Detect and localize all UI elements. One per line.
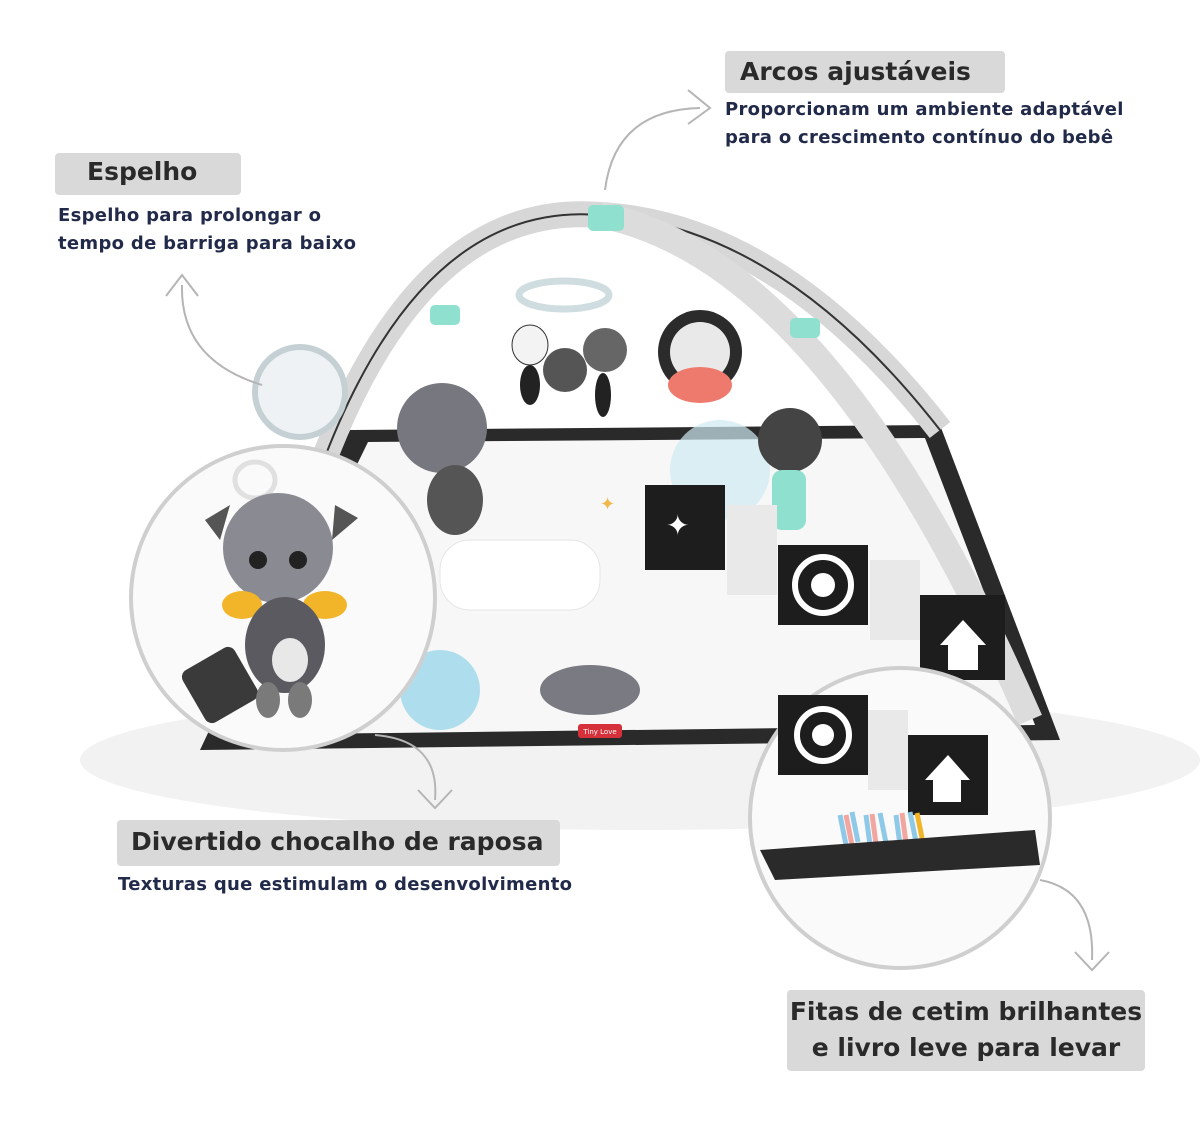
mirror-toy: [252, 344, 348, 440]
arrow-espelho: [180, 284, 263, 386]
espelho-description: Espelho para prolongar o tempo de barrig…: [58, 202, 356, 258]
mat-blue-shape: [400, 650, 480, 730]
mat-sleeping-animal: [540, 665, 640, 715]
arch-clip: [588, 205, 624, 231]
arrow-arcos: [604, 107, 701, 191]
mat-cloud: [439, 539, 601, 611]
panda-body: [772, 470, 806, 530]
raposa-title: Divertido chocalho de raposa: [117, 820, 560, 866]
raposa-desc-line1: Texturas que estimulam o desenvolvimento: [118, 874, 573, 895]
arrow-arcos-head: [687, 89, 712, 125]
arcos-title: Arcos ajustáveis: [725, 51, 1005, 93]
arch-clip-2: [430, 305, 460, 325]
arrow-raposa-head: [417, 789, 453, 810]
espelho-title: Espelho: [55, 153, 241, 195]
espelho-desc-line2: tempo de barriga para baixo: [58, 233, 357, 254]
fitas-title: Fitas de cetim brilhantes e livro leve p…: [787, 990, 1145, 1071]
fox-toy: [397, 383, 487, 473]
fitas-title-line2: e livro leve para levar: [811, 1033, 1121, 1062]
mobile-star: [511, 324, 549, 366]
arcos-description: Proporcionam um ambiente adaptável para …: [725, 96, 1124, 152]
raposa-description: Texturas que estimulam o desenvolvimento: [118, 871, 572, 899]
mat-star-2: ✦: [600, 494, 615, 515]
arch-clip-3: [790, 318, 820, 338]
svg-text:✦: ✦: [666, 509, 689, 542]
brand-tag: [578, 724, 622, 738]
hedgehog-face: [670, 322, 730, 382]
panda-toy: [758, 408, 822, 472]
zoom-circle-fox: [129, 444, 437, 752]
arcos-desc-line2: para o crescimento contínuo do bebê: [725, 127, 1114, 148]
espelho-desc-line1: Espelho para prolongar o: [58, 205, 322, 226]
arcos-desc-line1: Proporcionam um ambiente adaptável: [725, 99, 1124, 120]
brand-tag-text: Tiny Love: [582, 728, 616, 736]
arrow-raposa: [374, 734, 437, 801]
fox-body: [427, 465, 483, 535]
fold-book: ✦: [645, 485, 1005, 680]
mobile-leaf-1: [520, 365, 540, 405]
arrow-fitas: [1039, 879, 1094, 961]
arrow-espelho-head: [165, 273, 199, 297]
fitas-title-line1: Fitas de cetim brilhantes: [789, 997, 1143, 1026]
mobile-leaf-2: [595, 373, 611, 417]
arrow-fitas-head: [1074, 951, 1110, 972]
mobile-circle-2: [583, 328, 627, 372]
hedgehog-body: [668, 367, 732, 403]
zoom-circle-ribbons: [748, 666, 1052, 970]
mobile-ring: [515, 277, 613, 313]
mobile-circle: [543, 348, 587, 392]
